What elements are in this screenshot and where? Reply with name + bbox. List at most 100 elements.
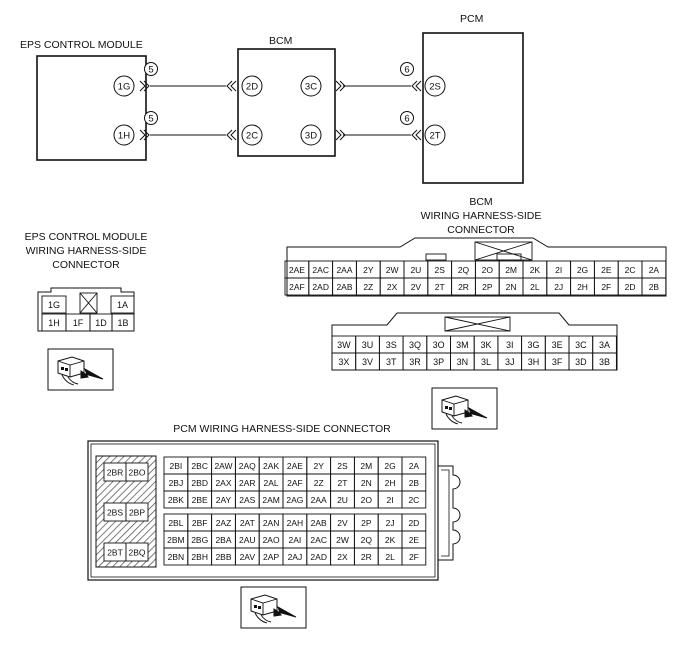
bcm-pin-label: 2D — [246, 82, 258, 93]
pcm-top-cell: 2AY — [216, 495, 232, 505]
pcm-bottom-cell: 2E — [409, 535, 420, 545]
eps-connector-title: WIRING HARNESS-SIDE — [26, 245, 147, 257]
bcm-upper-cell: 2N — [506, 282, 517, 292]
bcm-upper-cell: 2F — [601, 282, 611, 292]
pcm-bottom-cell: 2AV — [240, 552, 256, 562]
bcm-upper-cell: 2AE — [289, 265, 305, 275]
bcm-lower-cell: 3P — [433, 357, 444, 367]
pcm-top-cell: 2S — [337, 461, 348, 471]
bcm-upper-cell: 2E — [601, 265, 612, 275]
bcm-box — [237, 48, 336, 157]
pcm-left-cell: 2BT — [107, 548, 123, 558]
bcm-upper-cell: 2Z — [363, 282, 373, 292]
bcm-upper-cell: 2B — [649, 282, 660, 292]
bcm-upper-cell: 2T — [435, 282, 445, 292]
pcm-bottom-cell: 2L — [385, 552, 395, 562]
bcm-lower-cell: 3X — [338, 357, 349, 367]
bcm-upper-cell: 2C — [625, 265, 636, 275]
pcm-title: PCM — [460, 13, 483, 25]
eps-module-box — [36, 55, 147, 161]
pcm-bottom-cell: 2AZ — [216, 518, 232, 528]
pin-circle-bcm-l1 — [241, 75, 263, 97]
wire-number: 5 — [148, 65, 153, 76]
pcm-top-cell: 2AS — [239, 495, 255, 505]
connector-plug-icon — [47, 348, 114, 391]
pcm-bottom-cell: 2AP — [263, 552, 279, 562]
pin-circle-pcm-1 — [424, 75, 446, 97]
pcm-top-cell: 2BI — [170, 461, 183, 471]
pcm-top-cell: 2AK — [263, 461, 279, 471]
pcm-bottom-cell: 2AT — [240, 518, 255, 528]
bcm-upper-cell: 2L — [530, 282, 540, 292]
pcm-bottom-cell: 2AO — [263, 535, 280, 545]
pcm-bottom-cell: 2X — [337, 552, 348, 562]
bcm-lower-cell: 3J — [505, 357, 515, 367]
bcm-pin-label: 3C — [305, 82, 317, 93]
pcm-bottom-cell: 2W — [336, 535, 349, 545]
bcm-upper-cell: 2AB — [336, 282, 352, 292]
bcm-upper-cell: 2A — [649, 265, 660, 275]
pcm-top-cell: 2BD — [191, 478, 208, 488]
bcm-upper-cell: 2J — [554, 282, 563, 292]
bcm-pin-label: 2C — [246, 131, 258, 142]
pcm-bottom-cell: 2R — [361, 552, 372, 562]
pin-circle-eps-2 — [113, 124, 135, 146]
pcm-bottom-cell: 2AC — [310, 535, 327, 545]
pcm-top-cell: 2AX — [215, 478, 231, 488]
pcm-bottom-cell: 2BF — [192, 518, 208, 528]
eps-connector-title: CONNECTOR — [52, 259, 120, 271]
bcm-lower-cell: 3K — [481, 340, 492, 350]
bcm-lower-cell: 3L — [481, 357, 491, 367]
wire-number: 6 — [404, 114, 409, 125]
pcm-top-cell: 2B — [409, 478, 420, 488]
bcm-lower-cell: 3B — [599, 357, 610, 367]
pcm-bottom-cell: 2D — [408, 518, 419, 528]
bcm-lower-cell: 3N — [457, 357, 469, 367]
pcm-top-cell: 2H — [385, 478, 396, 488]
pcm-top-cell: 2BJ — [169, 478, 184, 488]
pcm-top-cell: 2AF — [287, 478, 303, 488]
connector-chevrons — [139, 80, 422, 141]
pcm-bottom-cell: 2Q — [361, 535, 373, 545]
pcm-top-cell: 2BK — [168, 495, 184, 505]
connector-plug-icon — [240, 586, 307, 629]
pcm-bottom-cell: 2BA — [215, 535, 231, 545]
pcm-top-cell: 2G — [384, 461, 395, 471]
pcm-bottom-cell: 2BL — [168, 518, 183, 528]
pcm-top-cell: 2T — [338, 478, 348, 488]
wire-number: 6 — [404, 65, 409, 76]
pcm-top-cell: 2BC — [191, 461, 208, 471]
pcm-bottom-cell: 2AN — [263, 518, 280, 528]
eps-connector: EPS CONTROL MODULE WIRING HARNESS-SIDE C… — [25, 231, 147, 332]
eps-cell: 1H — [48, 318, 60, 328]
eps-cell: 1B — [117, 318, 128, 328]
pcm-pin-label: 2S — [429, 82, 441, 93]
bcm-lower-cell: 3C — [575, 340, 587, 350]
pcm-top-cell: 2M — [360, 461, 372, 471]
pcm-top-cell: 2AM — [262, 495, 279, 505]
pcm-bottom-cell: 2BN — [168, 552, 185, 562]
bcm-upper-cell: 2AF — [289, 282, 305, 292]
eps-module-title: EPS CONTROL MODULE — [20, 39, 143, 51]
bcm-upper-cell: 2R — [458, 282, 469, 292]
bcm-title: BCM — [269, 35, 292, 47]
bcm-upper-cell: 2AD — [312, 282, 329, 292]
pcm-bottom-cell: 2BH — [191, 552, 208, 562]
pcm-bottom-cell: 2BM — [167, 535, 184, 545]
bcm-upper-cell: 2G — [577, 265, 588, 275]
pcm-bottom-cell: 2F — [409, 552, 419, 562]
pcm-top-cell: 2AL — [264, 478, 279, 488]
bcm-lower-cell: 3R — [409, 357, 421, 367]
bcm-upper-cell: 2O — [482, 265, 494, 275]
pcm-bottom-cell: 2AI — [289, 535, 302, 545]
pcm-top-cell: 2A — [409, 461, 420, 471]
pcm-bottom-cell: 2K — [385, 535, 396, 545]
pcm-box — [422, 32, 524, 184]
eps-pin-label: 1H — [118, 131, 130, 142]
pcm-bottom-cell: 2J — [386, 518, 395, 528]
pcm-left-cell: 2BR — [107, 468, 124, 478]
pcm-top-cell: 2C — [408, 495, 419, 505]
eps-pin-label: 1G — [118, 82, 131, 93]
